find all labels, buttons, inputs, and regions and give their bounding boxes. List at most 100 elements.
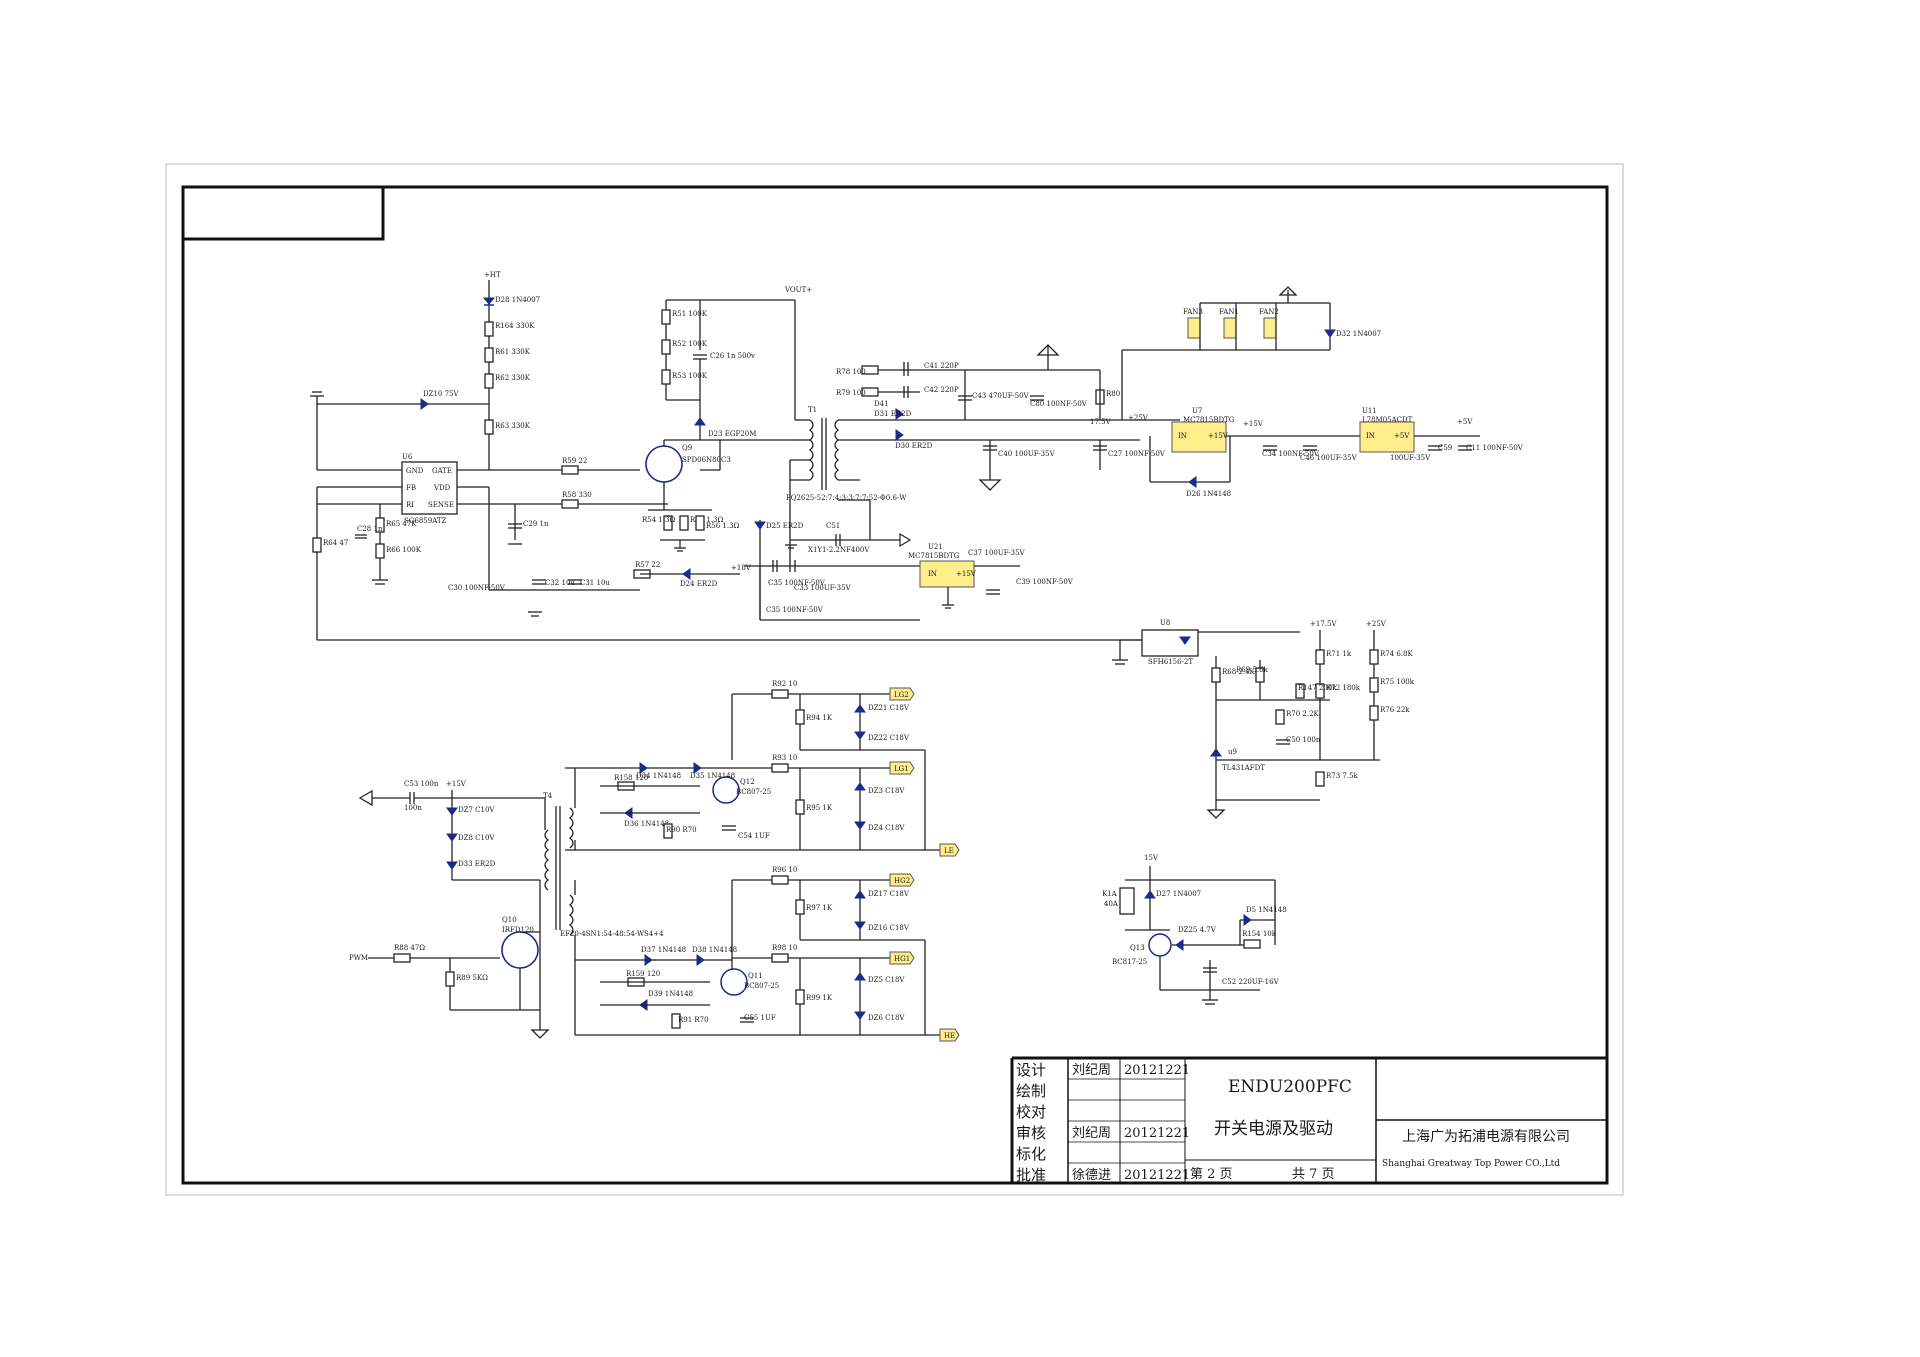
d35-label: D35 1N4148 [690,772,735,780]
dz7-zener [446,807,458,816]
d24-diode [682,568,691,580]
t4-primary [544,829,550,891]
q11-transistor [720,968,748,996]
c37-label: C37 100UF-35V [968,549,1026,557]
dz25-label: DZ25 4.7V [1178,926,1217,934]
r99-resistor [795,989,805,1005]
net-15v-label-b: +15V [446,780,467,788]
fan2-connector [1263,317,1277,339]
r59-resistor [561,465,579,475]
r63-label: R63 330K [495,422,531,430]
u6-pin-sense: SENSE [428,501,454,509]
r68-label: R68 2.4K [1222,668,1256,676]
dz17-zener [854,890,866,899]
r72-resistor [1315,683,1325,699]
k1-relay-coil [1119,887,1135,915]
d33-diode [446,861,458,870]
c26-label: C26 1n 500v [710,352,755,360]
dz4-zener [854,821,866,830]
r94-resistor [795,709,805,725]
d37-diode [644,954,653,966]
t4-part: EF20-4SN1:54-48:54-WS4+4 [560,930,664,938]
d39-label: D39 1N4148 [648,990,693,998]
u6-pin-ri: RI [406,501,414,509]
d26-label: D26 1N4148 [1186,490,1231,498]
fan1-label: FAN1 [1219,308,1239,316]
c59-label: C59 [1438,444,1452,452]
c30-label: C30 100NF-50V [448,584,506,592]
u21-regulator [919,560,975,588]
u6-pin-gate: GATE [432,467,452,475]
r78-label: R78 100 [836,368,866,376]
y1-label: X1Y1-2.2NF400V [808,546,870,554]
corner-box [181,185,385,241]
d34-diode [639,762,648,774]
c35-label-b: C35 100NF-50V [766,606,824,614]
d23-diode [694,417,706,426]
tb-drawing-title: 开关电源及驱动 [1214,1119,1333,1139]
u11-in: IN [1366,432,1375,440]
r89-label: R89 5KΩ [456,974,488,982]
d32-diode [1324,329,1336,338]
r96-label: R96 10 [772,866,797,874]
pwm-label: PWM [349,954,368,962]
tb-total: 共 7 页 [1292,1167,1335,1182]
r56-resistor [695,515,705,531]
drawing-frame [181,185,1609,1185]
r88-label: R88 47Ω [394,944,425,952]
r58-label: R58 330 [562,491,592,499]
r71-label: R71 1k [1326,650,1352,658]
d26-diode [1188,476,1197,488]
r75-resistor [1369,677,1379,693]
r91-resistor [671,1013,681,1029]
r98-label: R98 10 [772,944,797,952]
t1-primary [808,419,814,481]
dz5-zener [854,972,866,981]
r66-label: R66 100K [386,546,422,554]
t4-driver-region: C53 100n 100n +15V DZ7 C10V DZ8 C10V D33… [349,768,664,1039]
dz22-label: DZ22 C18V [868,734,910,742]
r66-resistor [375,543,385,559]
u7-regulator [1171,421,1227,453]
d5-label: D5 1N4148 [1246,906,1287,914]
r56-label: R56 1.3Ω [706,522,740,530]
u8-optocoupler [1141,629,1199,657]
r76-label: R76 22k [1380,706,1410,714]
u6-pin-gnd: GND [406,467,424,475]
u7-part: MC7815BDTG [1183,416,1235,424]
dz17-label: DZ17 C18V [868,890,910,898]
r72-label: R72 180k [1326,684,1361,692]
r51-resistor [661,309,671,325]
r154-resistor [1243,939,1261,949]
c29-label: C29 1n [523,520,549,528]
lg2-label: LG2 [894,691,909,699]
dz8-label: DZ8 C10V [458,834,495,842]
r90-label: R90 R70 [666,826,697,834]
u11-out: +5V [1394,432,1410,440]
q13-part: BC817-25 [1112,958,1147,966]
r71-resistor [1315,649,1325,665]
hg2-label: HG2 [894,877,910,885]
t1-secondary [834,419,840,481]
q12-ref: Q12 [740,778,755,786]
d36-label: D36 1N4148 [624,820,669,828]
c54-label: C54 1UF [738,832,770,840]
d31-label: D31 ER2D [874,410,912,418]
r64-label: R64 47 [323,539,348,547]
c51-label: C51 [826,522,840,530]
d34-label: D34 1N4148 [636,772,681,780]
u8-part: SFH6156-2T [1148,658,1193,666]
u6-pin-vdd: VDD [433,484,451,492]
d30-diode [895,429,904,441]
r65-resistor [375,517,385,533]
u6-pin-fb: FB [406,484,416,492]
q9-ref: Q9 [682,444,692,452]
r95-label: R95 1K [806,804,833,812]
net-175v-label: +17.5V [1310,620,1337,628]
q12-transistor [712,776,740,804]
net-15v-label: +15V [1243,420,1264,428]
c11-label: C11 100NF-50V [1466,444,1524,452]
r51-label: R51 100K [672,310,708,318]
dz21-label: DZ21 C18V [868,704,910,712]
t4-sec-2 [568,894,574,936]
